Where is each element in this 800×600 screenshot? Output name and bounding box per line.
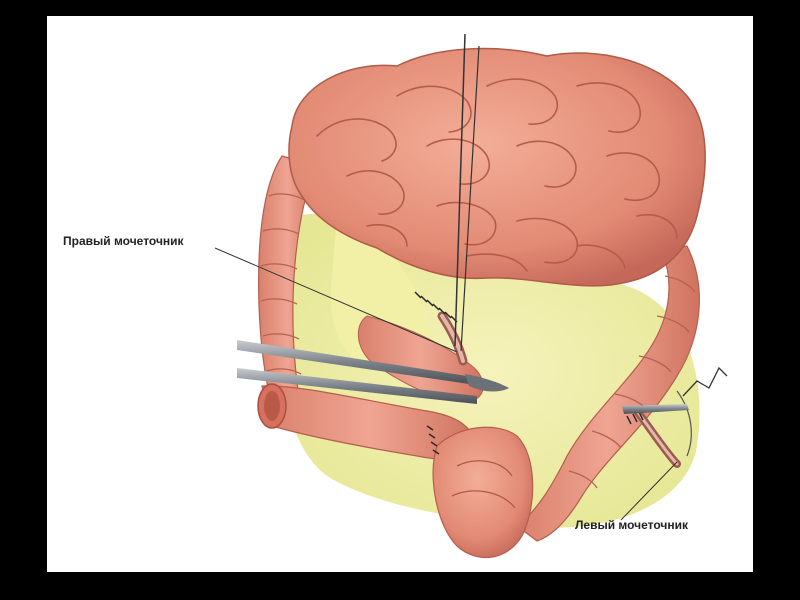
right-ureter-pointer: [214, 247, 458, 353]
sutures: [414, 291, 644, 455]
rectum: [432, 426, 534, 559]
left-ureter-pointer: [620, 461, 678, 521]
instrument-tip: [465, 374, 509, 392]
instrument-right: [622, 404, 689, 414]
left-ureter-label: Левый мочеточник: [575, 518, 689, 532]
small-intestine-mass: [288, 47, 706, 287]
suture-thread: [454, 33, 466, 347]
colon-haustra-left: [260, 193, 306, 375]
instrument-lower: [237, 368, 477, 404]
surgical-illustration: [214, 33, 728, 559]
descending-colon: [516, 245, 700, 542]
right-ureter-label: Правый мочеточник: [63, 234, 184, 248]
instrument-upper: [237, 340, 469, 384]
illustration-slide: Правый мочеточник Левый мочеточник: [47, 16, 753, 572]
intestine-folds: [316, 78, 678, 272]
vessel-loop: [682, 366, 728, 397]
